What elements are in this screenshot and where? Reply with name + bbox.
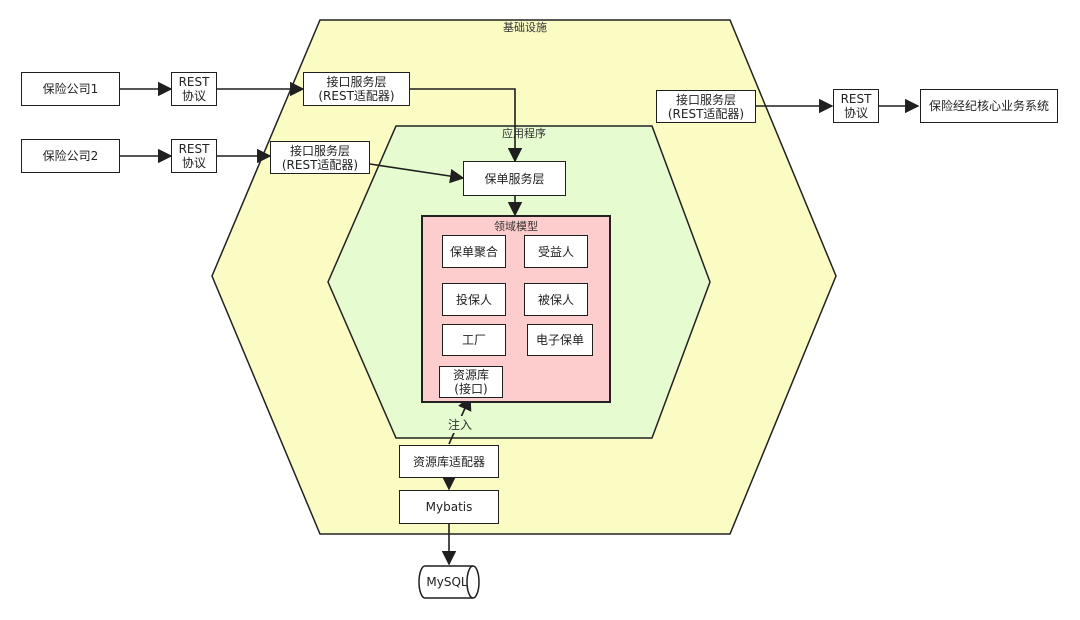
interface-service-layer-1[interactable]: 接口服务层 (REST适配器)	[303, 72, 410, 106]
interface-service-layer-2[interactable]: 接口服务层 (REST适配器)	[270, 141, 370, 174]
factory[interactable]: 工厂	[442, 324, 506, 356]
repository-adapter[interactable]: 资源库适配器	[399, 445, 499, 478]
application-label: 应用程序	[502, 126, 546, 140]
repository-interface[interactable]: 资源库 (接口)	[439, 366, 503, 398]
beneficiary[interactable]: 受益人	[524, 235, 588, 268]
policy-aggregate[interactable]: 保单聚合	[442, 235, 506, 268]
edge-interface-2-to-policy-service	[369, 163, 465, 184]
interface-service-layer-outbound[interactable]: 接口服务层 (REST适配器)	[656, 90, 756, 123]
mysql-label: MySQL	[426, 575, 468, 589]
rest-protocol-box-2[interactable]: REST 协议	[171, 139, 217, 173]
mysql-database-icon	[418, 565, 480, 599]
policyholder[interactable]: 投保人	[442, 283, 506, 316]
infrastructure-label: 基础设施	[503, 21, 547, 34]
edge-interface-1-to-policy-service	[410, 88, 523, 163]
rest-protocol-box-3[interactable]: REST 协议	[833, 89, 879, 123]
domain-model-label: 领域模型	[494, 220, 538, 233]
rest-protocol-box-1[interactable]: REST 协议	[171, 72, 217, 106]
inject-edge-label: 注入	[447, 416, 474, 433]
insurer-1-box[interactable]: 保险公司1	[21, 72, 120, 106]
broker-core-system-box[interactable]: 保险经纪核心业务系统	[920, 89, 1058, 123]
e-policy[interactable]: 电子保单	[527, 324, 593, 356]
insured[interactable]: 被保人	[524, 283, 588, 316]
mybatis-box[interactable]: Mybatis	[399, 490, 499, 524]
insurer-2-box[interactable]: 保险公司2	[21, 139, 120, 173]
policy-service-layer[interactable]: 保单服务层	[463, 161, 566, 196]
